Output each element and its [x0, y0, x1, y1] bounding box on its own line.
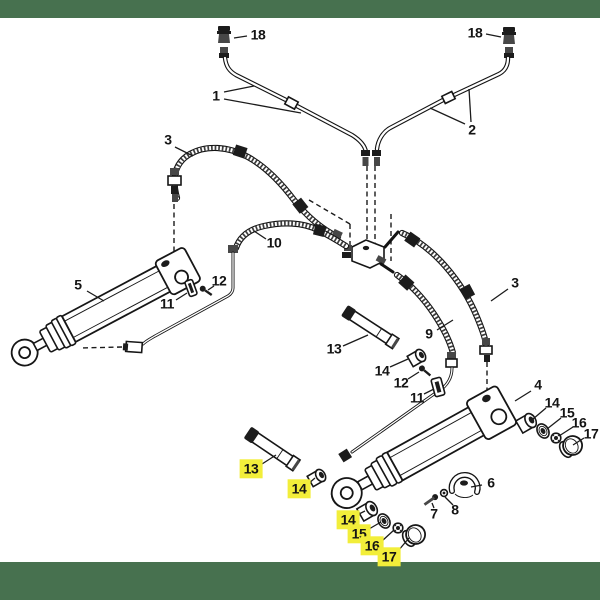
clip-11-center	[430, 376, 446, 398]
hose-9	[338, 262, 458, 463]
hose-3-right	[383, 229, 493, 362]
bushing-14-highlight-b	[355, 500, 379, 523]
callout-9[interactable]: 9	[425, 325, 433, 342]
callout-16-right[interactable]: 16	[571, 414, 587, 431]
callout-10[interactable]: 10	[266, 234, 282, 251]
screw-7	[423, 494, 439, 506]
callout-2[interactable]: 2	[468, 121, 476, 138]
bushing-14-highlight-a	[306, 468, 327, 488]
callout-11-center[interactable]: 11	[410, 389, 424, 406]
bushing-14-right	[514, 412, 538, 435]
callout-14-highlight-a[interactable]: 14	[287, 479, 311, 499]
callout-12-left[interactable]: 12	[211, 272, 227, 289]
washer-15-highlight	[377, 513, 391, 529]
clip-11-left	[184, 278, 198, 298]
washer-15-right	[536, 423, 550, 439]
callout-3-left[interactable]: 3	[164, 131, 172, 148]
callout-15-right[interactable]: 15	[559, 404, 575, 421]
tube-assembly-2	[372, 47, 514, 166]
dashed-assembly-lines	[79, 166, 488, 393]
callout-1[interactable]: 1	[212, 87, 220, 104]
washer-8	[439, 488, 449, 498]
callout-7[interactable]: 7	[430, 505, 438, 522]
fitting-18-right	[502, 27, 516, 44]
nut-16-right	[550, 432, 562, 444]
bottom-band	[0, 562, 600, 600]
top-band	[0, 0, 600, 18]
callout-17-highlight[interactable]: 17	[377, 547, 401, 567]
screw-12-left	[199, 285, 213, 296]
callout-13-center[interactable]: 13	[326, 340, 342, 357]
callout-5[interactable]: 5	[74, 276, 82, 293]
cap-17-right	[558, 435, 583, 459]
callout-14-right[interactable]: 14	[544, 394, 560, 411]
callout-14-center[interactable]: 14	[374, 362, 390, 379]
screw-12-center	[418, 365, 432, 377]
callout-11-left[interactable]: 11	[160, 295, 174, 312]
callout-18-right[interactable]: 18	[467, 24, 483, 41]
starboard-trim-cylinder-4	[330, 385, 517, 509]
tube-assembly-1	[219, 47, 370, 166]
nut-16-highlight	[392, 522, 404, 534]
anchor-pin-13-center	[341, 305, 401, 350]
anchor-pin-13-highlight	[244, 427, 302, 472]
cap-17-highlight	[401, 524, 426, 548]
hose-3-left	[167, 144, 343, 241]
callout-18-left[interactable]: 18	[250, 26, 266, 43]
callout-17-right[interactable]: 17	[583, 425, 599, 442]
callout-13-highlight[interactable]: 13	[239, 459, 263, 479]
callout-3-right[interactable]: 3	[511, 274, 519, 291]
callout-6[interactable]: 6	[487, 474, 495, 491]
callout-8[interactable]: 8	[451, 501, 459, 518]
fitting-18-left	[217, 26, 231, 43]
hose-10	[122, 220, 350, 354]
callout-12-center[interactable]: 12	[393, 374, 409, 391]
callout-4[interactable]: 4	[534, 376, 542, 393]
bushing-14-center	[406, 348, 427, 368]
